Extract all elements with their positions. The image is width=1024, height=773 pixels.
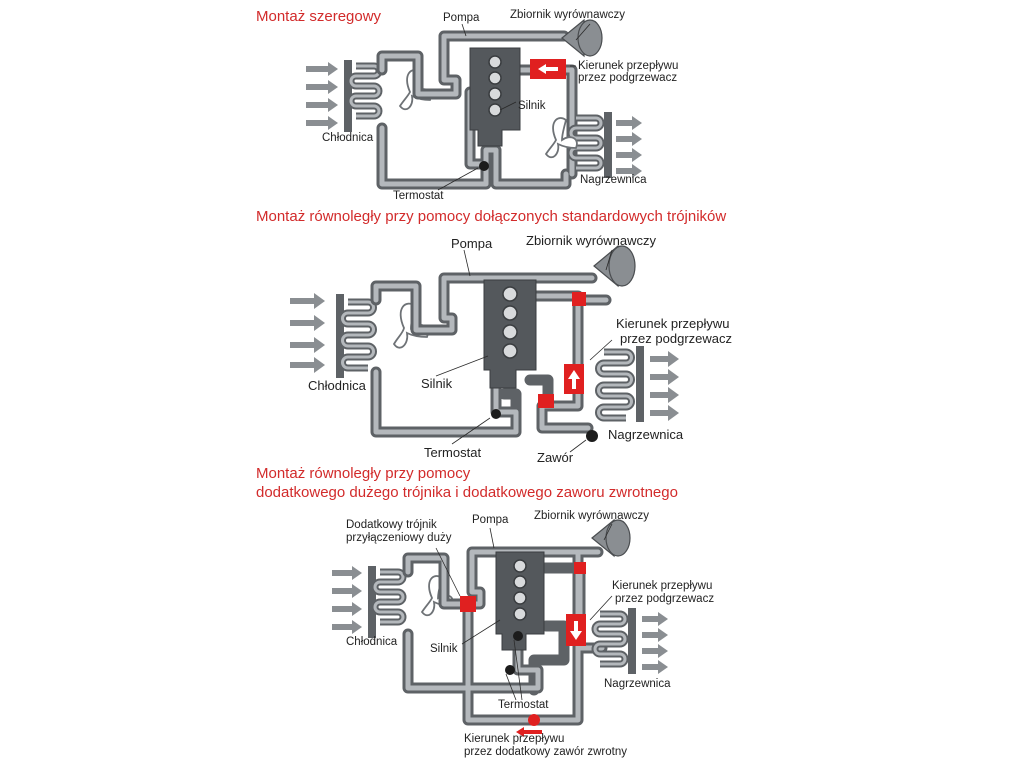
parallel-engine-label: Silnik (421, 376, 453, 391)
large-tee-check-label-line2: przez dodatkowy zawór zwrotny (464, 746, 627, 758)
radiator-airflow-arrows (306, 62, 338, 130)
series-flow-label-line2: przez podgrzewacz (578, 72, 678, 84)
parallel-heater-label: Nagrzewnica (608, 427, 684, 442)
heater-airflow-arrows (616, 116, 642, 178)
parallel-thermostat-label: Termostat (424, 445, 482, 460)
radiator (368, 566, 407, 638)
thermostat-dot (505, 665, 515, 675)
large-tee-title-line1: Montaż równoległy przy pomocy (256, 465, 471, 482)
large-tee-thermostat-label: Termostat (498, 699, 549, 711)
parallel-large-tee-diagram (332, 518, 668, 737)
heater (591, 608, 636, 674)
tee-connectors (460, 562, 586, 612)
expansion-tank-icon (561, 18, 603, 58)
series-diagram (306, 18, 642, 191)
radiator-airflow-arrows (290, 293, 325, 373)
radiator-airflow-arrows (332, 566, 362, 634)
large-tee-title-line2: dodatkowego dużego trójnika i dodatkoweg… (256, 484, 678, 501)
thermostat-dot (479, 161, 489, 171)
radiator (336, 294, 377, 378)
series-engine-label: Silnik (518, 100, 546, 112)
series-tank-label: Zbiornik wyrównawczy (510, 9, 626, 21)
engine-thermostat-dot (513, 631, 523, 641)
heater (595, 346, 644, 422)
check-valve-icon (516, 714, 542, 737)
expansion-tank-icon (591, 518, 631, 558)
engine (483, 279, 537, 389)
large-tee-tank-label: Zbiornik wyrównawczy (534, 510, 650, 522)
parallel-pump-label: Pompa (451, 236, 493, 251)
valve-dot (586, 430, 598, 442)
engine (469, 47, 521, 147)
large-tee-tee-label-line1: Dodatkowy trójnik (346, 519, 437, 531)
heater-airflow-arrows (650, 351, 679, 421)
flow-direction-box (564, 364, 584, 394)
radiator (344, 60, 383, 132)
heater (567, 112, 612, 178)
large-tee-heater-label: Nagrzewnica (604, 678, 671, 690)
large-tee-tee-label-line2: przyłączeniowy duży (346, 532, 452, 544)
large-tee-engine-label: Silnik (430, 643, 458, 655)
series-flow-label-line1: Kierunek przepływu (578, 60, 679, 72)
flow-direction-box (530, 59, 566, 79)
parallel-flow-label-line1: Kierunek przepływu (616, 316, 730, 331)
engine (495, 551, 545, 651)
thermostat-dot (491, 409, 501, 419)
large-tee-radiator-label: Chłodnica (346, 636, 398, 648)
series-pump-label: Pompa (443, 12, 480, 24)
parallel-radiator-label: Chłodnica (308, 378, 366, 393)
large-tee-flow-label-line2: przez podgrzewacz (615, 593, 715, 605)
large-tee-check-label-line1: Kierunek przepływu (464, 733, 565, 745)
parallel-tank-label: Zbiornik wyrównawczy (526, 233, 657, 248)
heater-airflow-arrows (642, 612, 668, 674)
heater-fan-icon (544, 117, 578, 159)
large-tee-flow-label-line1: Kierunek przepływu (612, 580, 713, 592)
tee-connectors (538, 292, 586, 408)
series-heater-label: Nagrzewnica (580, 174, 647, 186)
expansion-tank-icon (593, 244, 636, 288)
series-thermostat-label: Termostat (393, 190, 444, 202)
flow-direction-box (566, 614, 586, 646)
parallel-standard-diagram (290, 244, 679, 453)
parallel-valve-label: Zawór (537, 450, 574, 465)
series-radiator-label: Chłodnica (322, 132, 374, 144)
parallel-flow-label-line2: przez podgrzewacz (620, 331, 732, 346)
large-tee-pump-label: Pompa (472, 514, 509, 526)
parallel-title: Montaż równoległy przy pomocy dołączonyc… (256, 208, 727, 225)
series-title: Montaż szeregowy (256, 8, 382, 25)
